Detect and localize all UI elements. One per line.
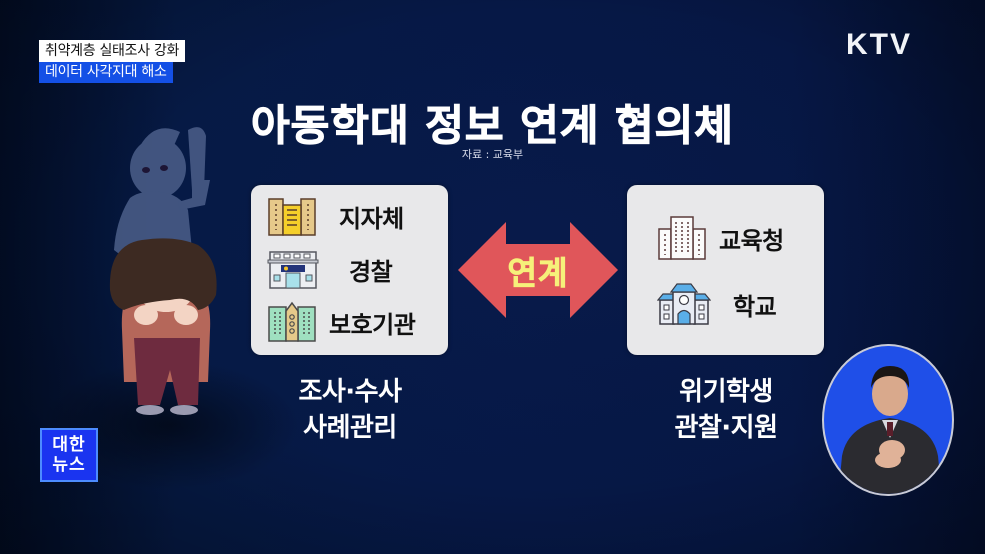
protection-agency-icon (268, 301, 316, 342)
connector-label: 연계 (507, 254, 569, 293)
description-line: 위기학생 (679, 377, 773, 407)
description-line: 조사·수사 (298, 377, 402, 407)
badge-line: 뉴스 (52, 455, 86, 475)
description-line: 관찰·지원 (674, 413, 778, 443)
badge-line: 대한 (52, 435, 86, 455)
item-label: 경찰 (349, 257, 393, 286)
agency-group-right: 교육청 학교 (627, 185, 824, 355)
program-badge: 대한 뉴스 (40, 428, 98, 482)
left-group-description: 조사·수사 사례관리 (252, 374, 448, 446)
list-item-school: 학교 (657, 282, 777, 326)
right-group-description: 위기학생 관찰·지원 (628, 374, 824, 446)
sign-language-interpreter (822, 344, 954, 496)
item-label: 보호기관 (329, 310, 416, 339)
source-note: 자료 : 교육부 (461, 148, 524, 161)
item-label: 지자체 (339, 204, 404, 233)
item-label: 학교 (733, 292, 777, 321)
slide-title: 아동학대 정보 연계 협의체 (251, 101, 734, 151)
item-label: 교육청 (719, 226, 784, 255)
child-abuse-illustration-icon (109, 127, 217, 415)
school-icon (657, 283, 711, 325)
police-station-icon (267, 251, 319, 289)
list-item-education-office: 교육청 (657, 215, 784, 261)
interpreter-figure-icon (838, 366, 942, 494)
city-hall-icon (268, 198, 316, 236)
office-building-icon (658, 216, 706, 260)
channel-logo: KTV (846, 28, 912, 61)
caption-headline: 취약계층 실태조사 강화 (39, 40, 186, 62)
list-item-city-hall: 지자체 (267, 195, 404, 237)
caption-subheadline: 데이터 사각지대 해소 (39, 62, 173, 83)
list-item-protection-agency: 보호기관 (267, 301, 416, 343)
double-arrow-icon (458, 222, 618, 318)
description-line: 사례관리 (303, 413, 397, 443)
agency-group-left: 지자체 경찰 보호기관 (251, 185, 448, 355)
list-item-police: 경찰 (267, 248, 393, 290)
